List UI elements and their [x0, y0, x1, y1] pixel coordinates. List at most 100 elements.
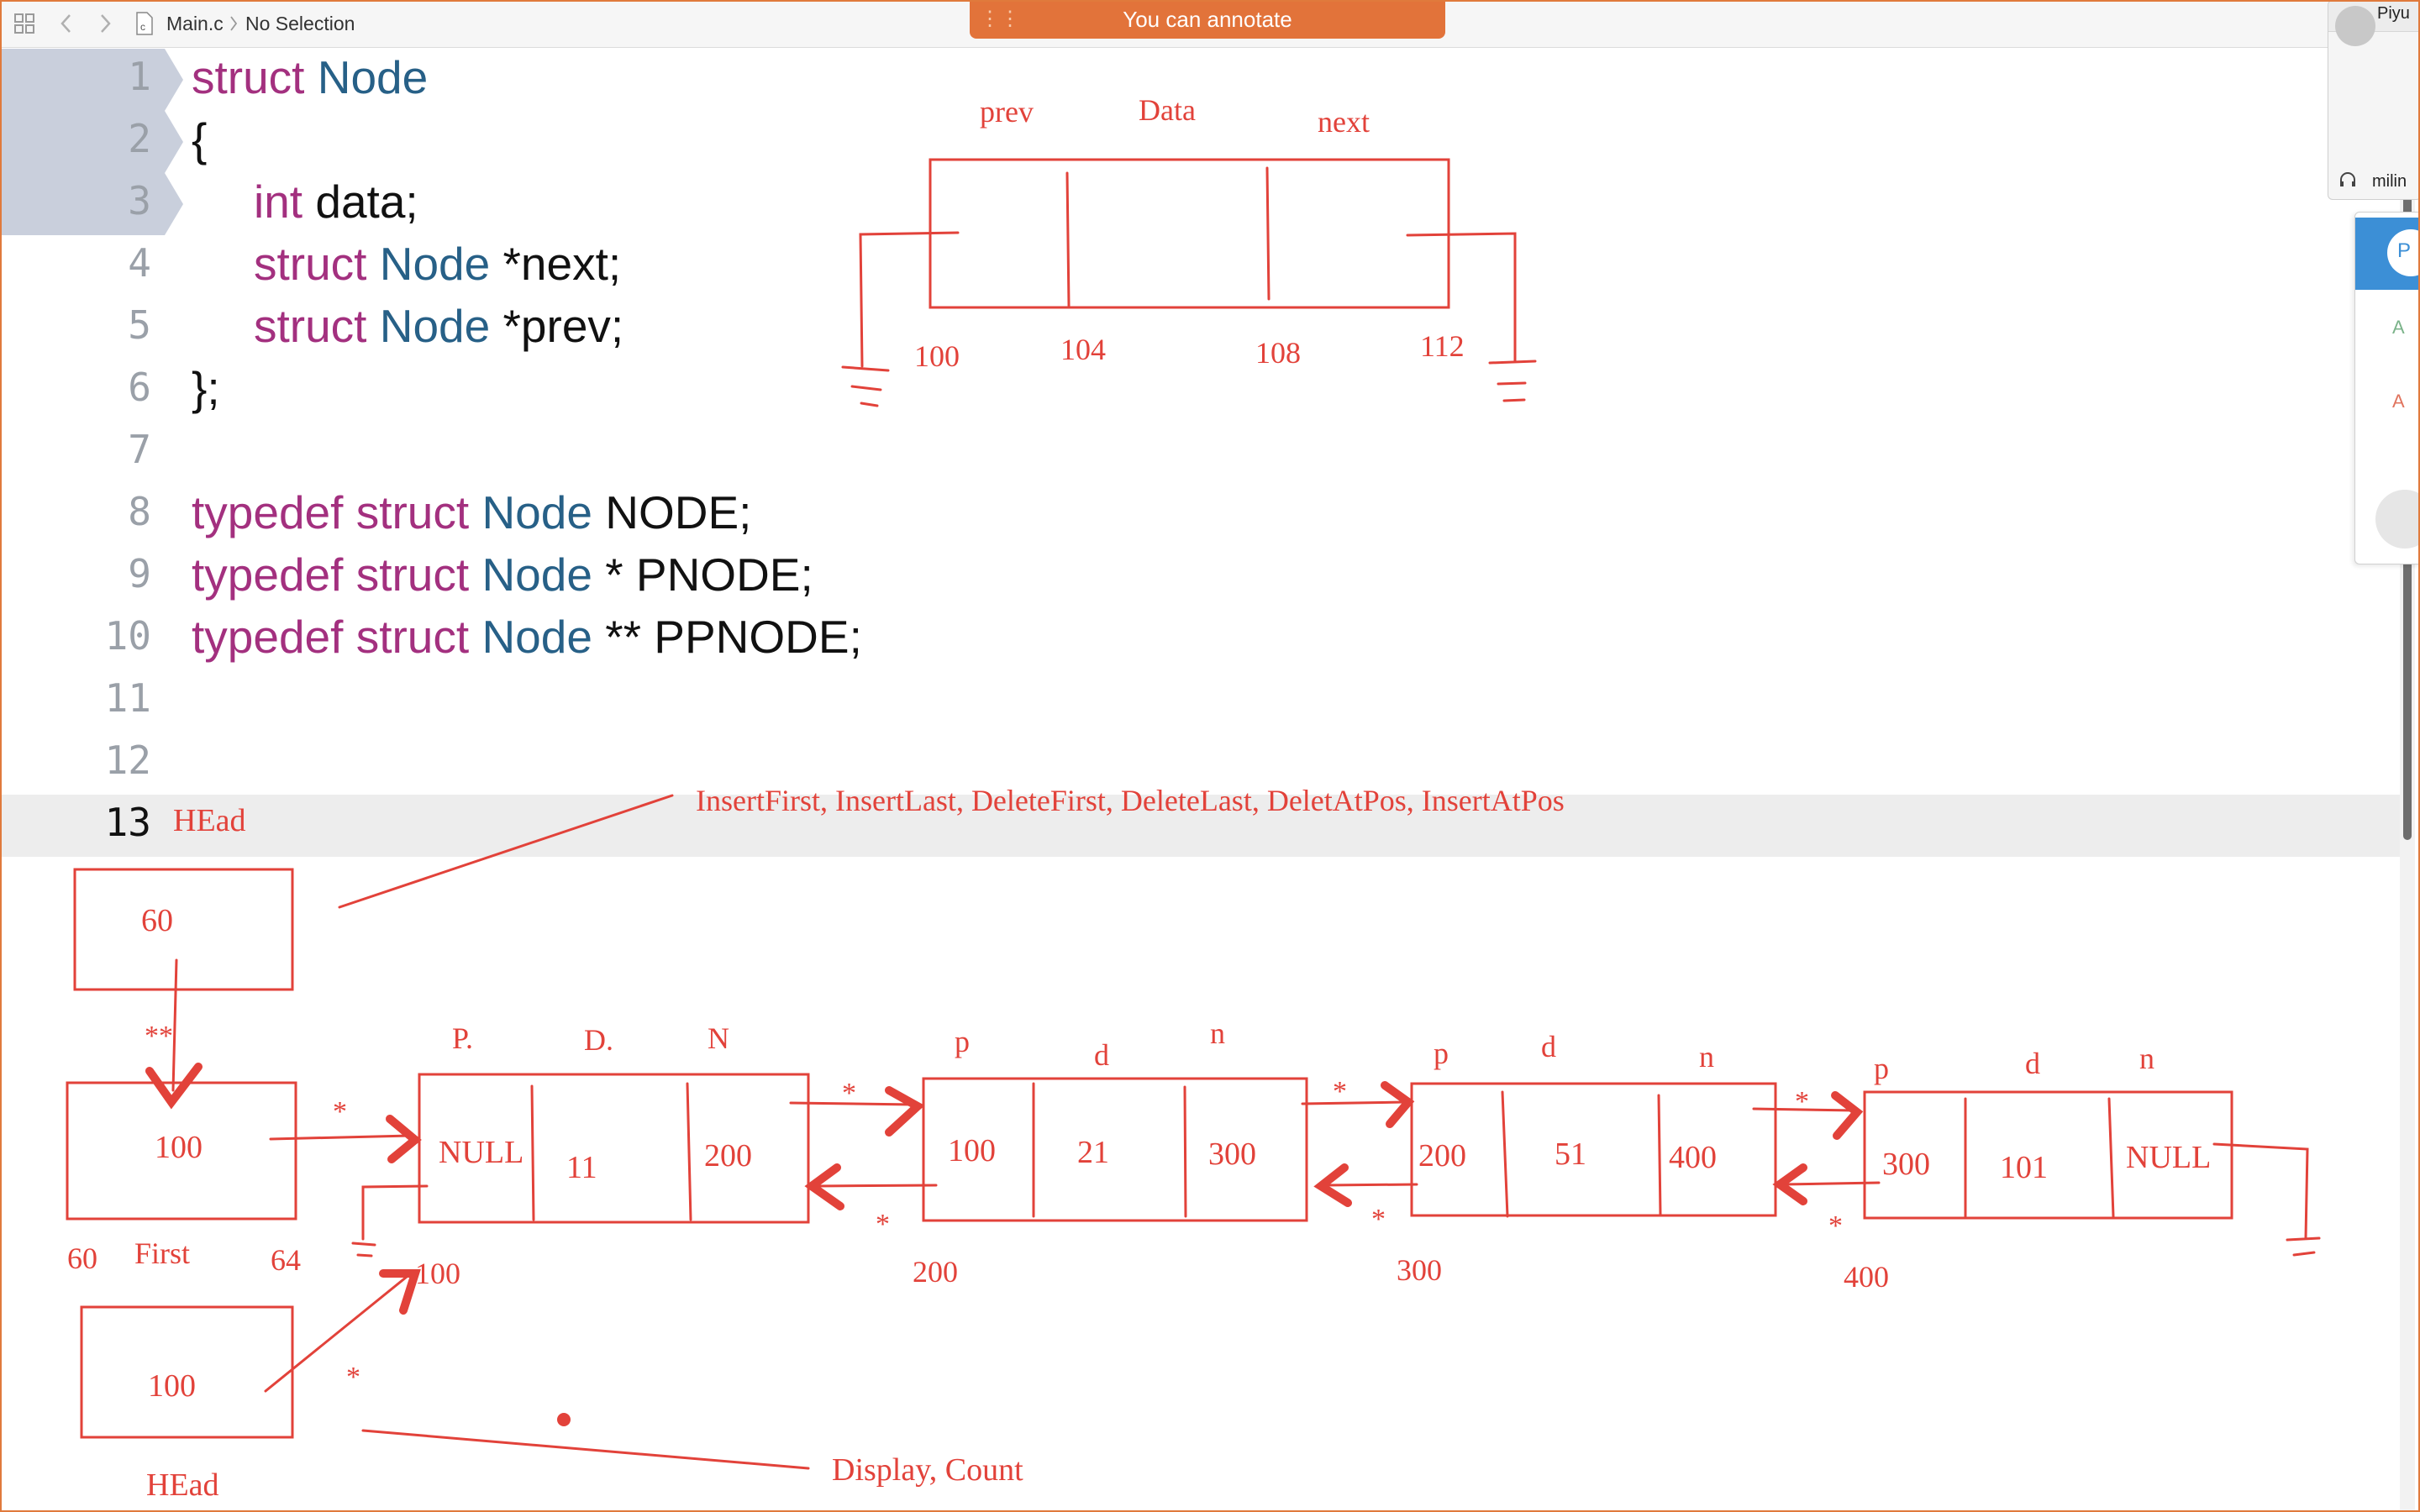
forward-arrow-icon[interactable]: [92, 8, 118, 39]
arrow-head-icon: [1772, 1163, 1807, 1205]
pointer-star: *: [1333, 1076, 1347, 1107]
node-data-value: 51: [1555, 1137, 1586, 1172]
list-node-divider: [2107, 1097, 2115, 1218]
avatar: [2335, 6, 2375, 46]
line-number: 2: [128, 116, 151, 161]
node-diagram-box: [929, 158, 1450, 309]
participant-name: Piyu: [2377, 4, 2410, 23]
head-box-2-value: 100: [148, 1368, 196, 1404]
ground-icon: [351, 1184, 429, 1257]
pointer-star: *: [1371, 1204, 1386, 1235]
node-header-data: d: [2025, 1047, 2040, 1080]
node-next-value: 300: [1208, 1137, 1256, 1172]
code-line-10[interactable]: typedef struct Node ** PPNODE;: [192, 610, 862, 664]
node-header-prev: P.: [452, 1021, 473, 1055]
line-number: 8: [128, 489, 151, 534]
node-prev-value: 200: [1418, 1138, 1466, 1173]
side-panel-toggle[interactable]: [2375, 490, 2420, 549]
side-toolbar-panel[interactable]: P A A: [2354, 212, 2420, 564]
breadcrumb-file[interactable]: Main.c: [166, 12, 224, 34]
code-keyword: struct: [254, 238, 367, 290]
line-chevron: [165, 49, 183, 111]
address-label: 64: [271, 1243, 301, 1277]
code-line-8[interactable]: typedef struct Node NODE;: [192, 486, 751, 539]
node-header-prev: p: [955, 1025, 970, 1058]
node-header-prev: p: [1434, 1037, 1449, 1070]
list-node-divider: [686, 1082, 692, 1221]
code-line-5[interactable]: struct Node *prev;: [254, 299, 623, 353]
line-chevron: [165, 111, 183, 173]
list-node-divider: [1657, 1094, 1662, 1216]
line-number: 5: [128, 302, 151, 348]
drag-handle-icon[interactable]: ⋮⋮: [980, 8, 1020, 30]
line-number: 6: [128, 365, 151, 410]
annotate-banner-text: You can annotate: [1123, 6, 1292, 32]
head-box-2-label: HEad: [146, 1467, 219, 1503]
node-header-data: d: [1541, 1030, 1556, 1063]
arrow-head-icon: [804, 1163, 844, 1210]
double-pointer-label: **: [145, 1021, 173, 1052]
pointer-star: *: [1795, 1086, 1809, 1117]
code-line-4[interactable]: struct Node *next;: [254, 237, 621, 291]
code-line-9[interactable]: typedef struct Node * PNODE;: [192, 548, 813, 601]
list-node-divider: [1183, 1085, 1187, 1218]
side-panel-item-1: P: [2397, 239, 2412, 262]
node-prev-value: NULL: [439, 1135, 523, 1170]
code-line-2[interactable]: {: [192, 113, 207, 166]
code-line-3[interactable]: int data;: [254, 175, 418, 228]
node-diagram-divider: [1265, 166, 1270, 301]
pointer-star: *: [1828, 1210, 1843, 1242]
address-label: 104: [1060, 333, 1106, 366]
avatar: [2387, 229, 2420, 276]
line-number: 3: [128, 178, 151, 223]
code-text: data;: [315, 176, 418, 228]
ink-dot: [557, 1413, 571, 1426]
code-line-1[interactable]: struct Node: [192, 50, 428, 104]
line-number: 10: [104, 613, 151, 659]
code-text: NODE;: [605, 486, 752, 538]
node-header-prev: p: [1874, 1052, 1889, 1085]
node-next-value: 200: [704, 1138, 752, 1173]
ground-icon: [841, 365, 890, 407]
code-line-6[interactable]: };: [192, 361, 220, 415]
prev-link-line: [813, 1184, 938, 1188]
grid-icon[interactable]: [10, 8, 39, 39]
node-address: 300: [1397, 1253, 1442, 1287]
meeting-name: milin: [2372, 172, 2407, 191]
current-line-highlight: [0, 795, 2400, 857]
next-ground-line: [1406, 232, 1517, 363]
code-keyword: struct: [192, 51, 305, 103]
back-arrow-icon[interactable]: [54, 8, 79, 39]
code-type: Node: [379, 300, 491, 352]
pointer-star: *: [346, 1362, 360, 1393]
side-panel-item-3[interactable]: A: [2392, 391, 2405, 412]
annotate-banner[interactable]: ⋮⋮ You can annotate: [970, 0, 1445, 39]
head-box-2: [80, 1305, 294, 1439]
node-prev-value: 300: [1882, 1147, 1930, 1182]
first-label: First: [134, 1236, 190, 1270]
line-number: 12: [104, 738, 151, 783]
address-label: 100: [914, 339, 960, 373]
code-keyword: typedef struct: [192, 486, 470, 538]
node-header-next: N: [708, 1021, 729, 1055]
code-text: *next;: [502, 238, 622, 290]
side-panel-item-2[interactable]: A: [2392, 317, 2405, 338]
prev-link-line: [1323, 1183, 1418, 1187]
address-label: 60: [67, 1242, 97, 1275]
headphones-icon: [2338, 171, 2357, 189]
list-node-box: [922, 1077, 1308, 1222]
breadcrumb-selection[interactable]: No Selection: [245, 12, 355, 34]
arrow-head-icon: [885, 1086, 925, 1137]
node-address: 400: [1844, 1260, 1889, 1294]
arrow-head-icon: [1831, 1091, 1864, 1140]
node-data-value: 21: [1077, 1135, 1109, 1170]
code-type: Node: [481, 611, 592, 663]
next-link-line: [1752, 1107, 1857, 1112]
participant-video-panel[interactable]: Piyu milin: [2328, 0, 2420, 200]
code-text: };: [192, 362, 220, 414]
arrow-head-icon: [379, 1269, 421, 1315]
line-highlight: [0, 49, 165, 235]
head-pointer-line: [264, 1275, 408, 1393]
line-number-current: 13: [104, 800, 151, 845]
list-node-box: [1863, 1090, 2233, 1220]
